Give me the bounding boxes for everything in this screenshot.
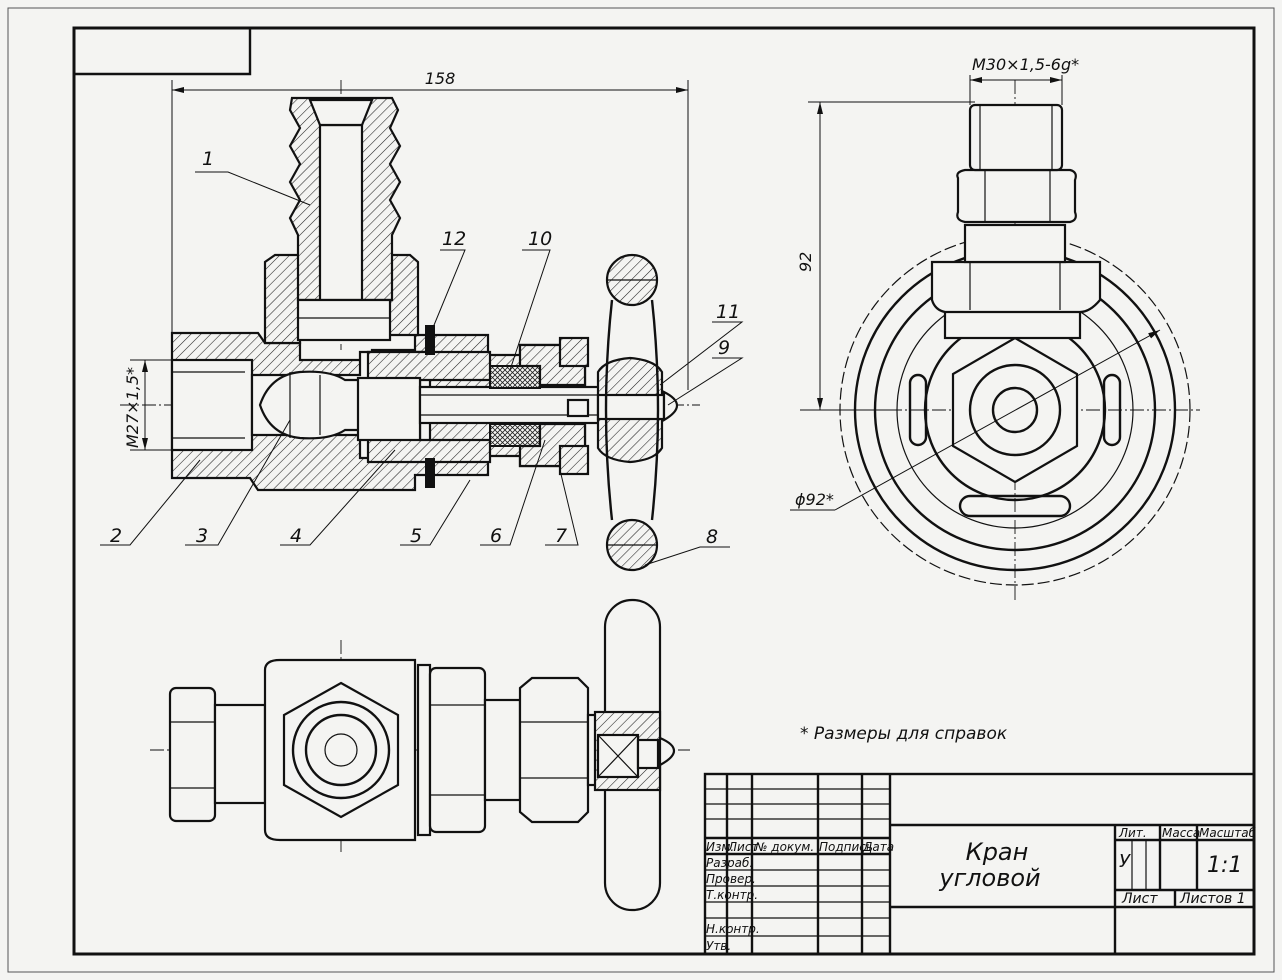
- top-left-stamp-box: [74, 28, 252, 76]
- row-developer: Разраб.: [706, 856, 753, 870]
- callout-9: 9: [718, 337, 730, 359]
- callout-7: 7: [555, 525, 567, 547]
- sheet-label: Лист: [1121, 891, 1158, 907]
- lit-value: У: [1119, 851, 1131, 872]
- callout-3: 3: [196, 525, 208, 547]
- callout-1: 1: [202, 148, 214, 170]
- dim-inlet-thread: M27×1,5*: [123, 367, 142, 448]
- col-date: Дата: [862, 840, 894, 854]
- callout-11: 11: [716, 301, 740, 323]
- dim-overall-length: 158: [425, 69, 456, 88]
- dim-outlet-thread: M30×1,5-6g*: [972, 55, 1079, 74]
- scale-value: 1:1: [1207, 853, 1242, 878]
- callout-12: 12: [442, 228, 466, 250]
- side-view: 92 M30×1,5-6g* ϕ92*: [790, 55, 1200, 600]
- mass-label: Масса: [1162, 826, 1200, 840]
- part-name-line1: Кран: [966, 838, 1029, 866]
- row-norm-control: Н.контр.: [706, 922, 760, 936]
- col-sign: Подпись: [819, 840, 873, 854]
- callout-numbers: 1 12 10 11 9 2 3 4 5 6 7 8: [110, 148, 740, 548]
- callout-6: 6: [490, 525, 502, 547]
- col-izm: Изм.: [706, 840, 734, 854]
- outer-border: [7, 7, 1275, 973]
- sheets-label: Листов 1: [1179, 891, 1246, 907]
- callout-leaders: [100, 171, 744, 566]
- callout-5: 5: [410, 525, 422, 547]
- reference-note: * Размеры для справок: [800, 724, 1008, 744]
- dim-handwheel-diameter: ϕ92*: [795, 490, 834, 509]
- lit-label: Лит.: [1118, 826, 1147, 840]
- row-checked: Провер.: [706, 872, 756, 886]
- col-list: Лист: [727, 840, 759, 854]
- callout-8: 8: [706, 526, 718, 548]
- callout-2: 2: [110, 525, 122, 547]
- dim-height: 92: [796, 252, 815, 272]
- callout-4: 4: [290, 525, 302, 547]
- front-view-section: 158 M27×1,5*: [120, 69, 700, 572]
- top-view: [150, 598, 690, 912]
- row-tech-control: Т.контр.: [706, 888, 758, 902]
- title-block: Изм. Лист № докум. Подпись Дата Разраб. …: [703, 772, 1257, 956]
- scale-label: Масштаб: [1199, 826, 1257, 840]
- part-name-line2: угловой: [938, 864, 1040, 892]
- col-doc: № докум.: [754, 840, 814, 854]
- callout-10: 10: [528, 228, 552, 250]
- row-approved: Утв.: [706, 939, 731, 953]
- drawing-frame: [72, 26, 1256, 956]
